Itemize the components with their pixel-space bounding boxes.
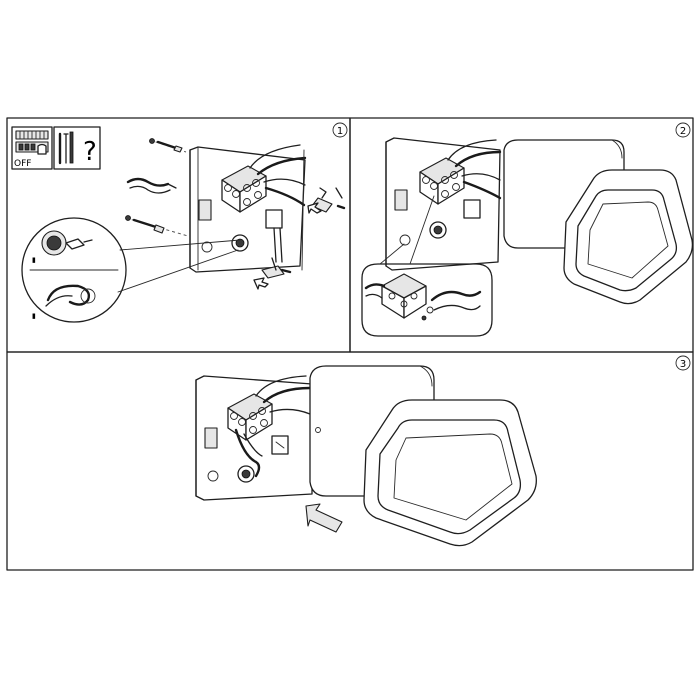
cable-entry <box>265 209 283 263</box>
step-number-2: 2 <box>675 122 691 138</box>
svg-text:3: 3 <box>680 359 686 370</box>
wall-plate <box>189 146 306 273</box>
lamp-head <box>563 169 694 305</box>
svg-text:▮: ▮ <box>32 256 36 264</box>
supply-wires <box>249 144 307 207</box>
wiring-detail-callout <box>361 195 493 337</box>
arrow-icon <box>253 277 269 290</box>
washer-clip-bottom <box>261 257 292 279</box>
terminal-block <box>419 157 465 205</box>
terminal-block <box>227 393 273 441</box>
wall-plate <box>195 375 313 501</box>
detail-callout: ▮ ▮ <box>21 217 241 323</box>
panel-1-content: OFF ? <box>11 126 346 323</box>
svg-text:2: 2 <box>680 126 686 137</box>
push-arrow-icon <box>305 503 343 533</box>
power-off-icon: OFF <box>11 126 53 170</box>
panel-3-frame <box>6 351 694 571</box>
terminal-block-detail <box>381 273 427 319</box>
cable-entry <box>271 435 289 455</box>
wall-plate <box>385 137 501 271</box>
wire-connection-detail <box>421 290 482 321</box>
supply-wires <box>234 375 312 478</box>
tools-help-icon: ? <box>53 126 101 170</box>
arrow-icon <box>307 202 322 214</box>
step-number-3: 3 <box>675 355 691 371</box>
step-number-1: 1 <box>332 122 348 138</box>
dowel-screw-top <box>149 138 187 153</box>
supply-wires <box>447 139 502 200</box>
svg-text:▮: ▮ <box>32 312 36 320</box>
washer-clip-right <box>311 187 346 213</box>
lamp-head <box>363 399 537 547</box>
svg-text:OFF: OFF <box>14 159 31 169</box>
stripped-wire-icon <box>45 284 96 307</box>
panel-3-content <box>195 365 537 547</box>
svg-text:?: ? <box>83 137 97 167</box>
panel-2-content <box>361 137 694 337</box>
wire-bundle <box>126 177 177 194</box>
svg-text:1: 1 <box>337 126 343 137</box>
cable-entry <box>463 199 481 219</box>
dowel-screw-bottom <box>125 215 189 237</box>
cable-gland-icon <box>41 230 93 256</box>
panel-frames <box>6 117 694 571</box>
terminal-block <box>221 165 267 213</box>
wall-edge <box>301 149 305 271</box>
